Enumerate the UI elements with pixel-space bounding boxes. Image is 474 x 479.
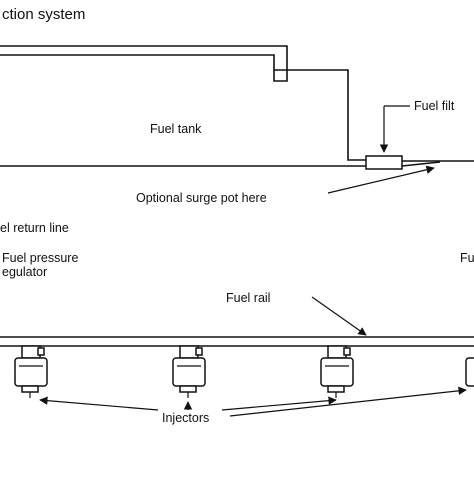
- surge-pot-line: [401, 161, 441, 167]
- injector-arrow-1: [39, 396, 159, 411]
- surge-pot-label: Optional surge pot here: [136, 191, 267, 205]
- injector-1: [14, 345, 48, 398]
- fuel-rail-arrow: [311, 296, 367, 336]
- return-line-label: el return line: [0, 221, 69, 235]
- fuel-filter: [365, 155, 403, 170]
- fuel-tank: [0, 45, 366, 167]
- injector-arrow-3: [221, 396, 337, 411]
- fuel-filter-label: Fuel filt: [414, 99, 455, 113]
- injector-4: [465, 357, 474, 387]
- pressure-regulator-label-1: Fuel pressure: [2, 251, 78, 265]
- injector-arrow-4: [229, 386, 467, 417]
- fuel-pump-label: Fu: [460, 251, 474, 265]
- injector-2: [172, 345, 206, 398]
- pressure-regulator-label-2: egulator: [2, 265, 47, 279]
- fuel-rail-label: Fuel rail: [226, 291, 270, 305]
- surge-pot-arrow: [327, 165, 435, 194]
- fuel-rail: [0, 336, 474, 347]
- injector-3: [320, 345, 354, 398]
- diagram-title: ction system: [2, 6, 85, 23]
- fuel-tank-label: Fuel tank: [150, 122, 202, 136]
- injectors-label: Injectors: [162, 411, 209, 425]
